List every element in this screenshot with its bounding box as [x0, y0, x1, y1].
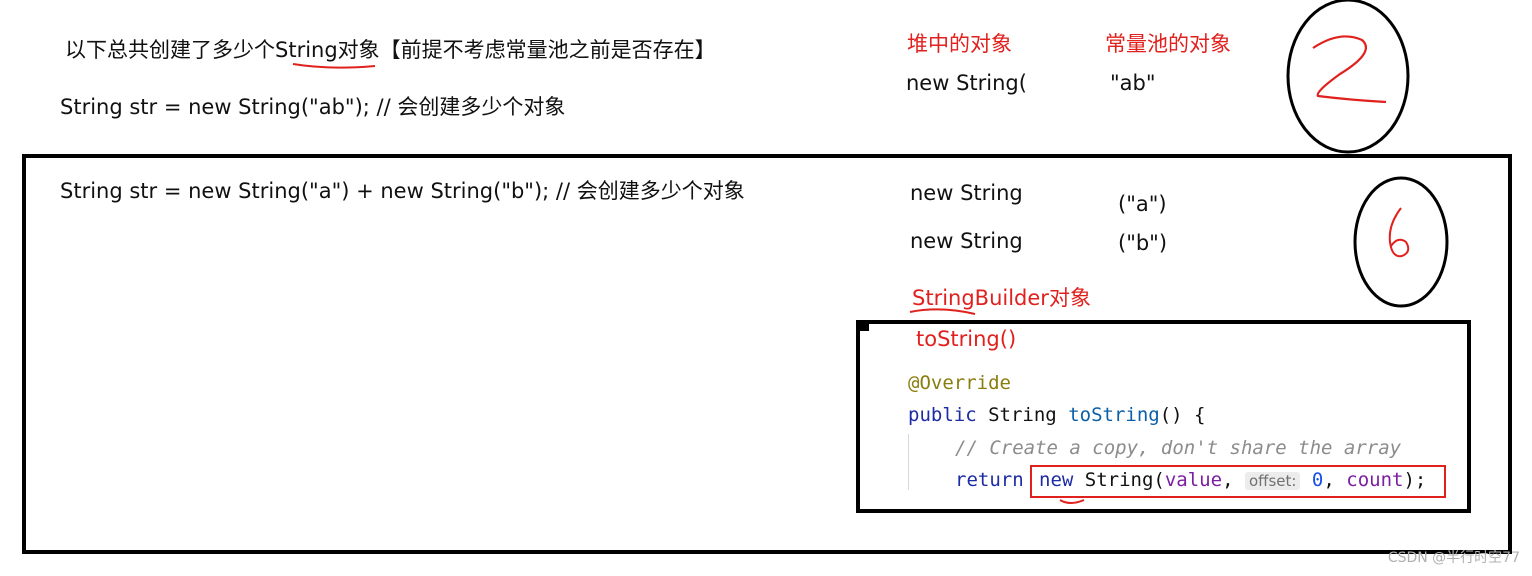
main-box	[22, 154, 1512, 554]
arg-zero: 0	[1311, 469, 1324, 491]
kw-return: return	[955, 469, 1024, 491]
pool-objects-label: 常量池的对象	[1105, 32, 1231, 56]
sig-tail: () {	[1159, 404, 1206, 426]
watermark: CSDN @半行时空77	[1387, 550, 1520, 566]
kw-public: public	[908, 404, 977, 426]
ctor-string: String(	[1084, 469, 1165, 491]
heap-objects-label: 堆中的对象	[907, 32, 1012, 56]
question-title: 以下总共创建了多少个String对象【前提不考虑常量池之前是否存在】	[65, 38, 716, 62]
handwritten-answer-6	[1353, 176, 1449, 308]
code-box-corner	[860, 322, 869, 331]
close-paren: );	[1403, 469, 1427, 491]
code-signature: public String toString() {	[908, 404, 1205, 426]
tostring-label: toString()	[916, 327, 1017, 351]
type-string: String	[988, 404, 1057, 426]
arg-value: value	[1164, 469, 1223, 491]
code-annotation: @Override	[908, 372, 1011, 394]
question-line-1: String str = new String("ab"); // 会创建多少个…	[60, 95, 566, 119]
param-hint-offset: offset:	[1244, 472, 1301, 490]
kw-new: new	[1039, 469, 1074, 491]
method-name: toString	[1068, 404, 1160, 426]
code-return-line: return	[955, 469, 1024, 491]
arg-count: count	[1346, 469, 1404, 491]
arg-b: ("b")	[1118, 231, 1168, 255]
arg-a: ("a")	[1118, 192, 1167, 216]
highlight-box	[1030, 465, 1446, 498]
stringbuilder-label: StringBuilder对象	[912, 286, 1091, 310]
comma-1: ,	[1222, 469, 1234, 491]
new-string-a: new String	[910, 181, 1023, 205]
code-box	[856, 320, 1471, 513]
question-line-2: String str = new String("a") + new Strin…	[60, 179, 745, 203]
indent-guide	[908, 434, 909, 490]
new-string-b: new String	[910, 229, 1023, 253]
handwritten-answer-2	[1286, 0, 1410, 154]
code-new-expression: new String(value, offset: 0, count);	[1039, 469, 1426, 491]
code-comment: // Create a copy, don't share the array	[955, 437, 1402, 459]
heap-object-value: new String(	[906, 71, 1027, 95]
pool-object-value: "ab"	[1110, 71, 1156, 95]
comma-2: ,	[1323, 469, 1335, 491]
